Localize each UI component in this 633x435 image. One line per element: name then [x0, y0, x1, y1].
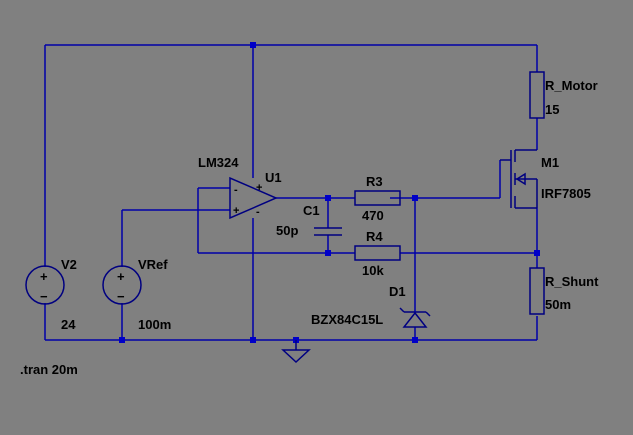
v2-minus-sign: −: [40, 289, 48, 304]
opamp-noninv-input-sign: +: [233, 205, 239, 217]
v2-value-label: 24: [61, 317, 76, 332]
m1-ref-label: M1: [541, 155, 559, 170]
junction-dot: [325, 250, 331, 256]
resistor-r3[interactable]: R3 470: [345, 174, 401, 223]
r-shunt-ref-label: R_Shunt: [545, 274, 599, 289]
capacitor-c1[interactable]: C1 50p: [276, 203, 342, 238]
r-shunt-value-label: 50m: [545, 297, 571, 312]
v2-ref-label: V2: [61, 257, 77, 272]
v2-plus-sign: +: [40, 269, 48, 284]
junction-dot: [250, 42, 256, 48]
r4-value-label: 10k: [362, 263, 384, 278]
resistor-r-shunt[interactable]: R_Shunt 50m: [529, 267, 599, 315]
opamp-inv-input-sign: -: [234, 184, 238, 196]
r4-ref-label: R4: [366, 229, 383, 244]
r-motor-ref-label: R_Motor: [545, 78, 598, 93]
d1-model-label: BZX84C15L: [311, 312, 383, 327]
junction-dot: [412, 195, 418, 201]
mosfet-m1[interactable]: M1 IRF7805: [500, 149, 591, 209]
opamp-supply-minus-sign: -: [256, 206, 260, 218]
opamp-ref-label: U1: [265, 170, 282, 185]
junction-dot: [119, 337, 125, 343]
ground-symbol[interactable]: [281, 340, 311, 364]
junction-dot: [250, 337, 256, 343]
opamp-supply-plus-sign: +: [256, 182, 262, 194]
voltage-source-v2[interactable]: + − V2 24: [25, 257, 77, 332]
zener-diode-d1[interactable]: D1 BZX84C15L: [311, 284, 431, 328]
d1-ref-label: D1: [389, 284, 406, 299]
r3-ref-label: R3: [366, 174, 383, 189]
r-motor-value-label: 15: [545, 102, 559, 117]
junctions: [119, 42, 540, 343]
resistor-r-motor[interactable]: R_Motor 15: [529, 71, 598, 119]
vref-plus-sign: +: [117, 269, 125, 284]
opamp-model-label: LM324: [198, 155, 239, 170]
spice-directive[interactable]: .tran 20m: [20, 362, 78, 377]
vref-ref-label: VRef: [138, 257, 168, 272]
junction-dot: [412, 337, 418, 343]
m1-model-label: IRF7805: [541, 186, 591, 201]
opamp-u1[interactable]: - + + - LM324 U1: [198, 155, 282, 220]
voltage-source-vref[interactable]: + − VRef 100m: [102, 257, 171, 332]
wires: [44, 44, 538, 341]
r3-value-label: 470: [362, 208, 384, 223]
vref-minus-sign: −: [117, 289, 125, 304]
resistor-r4[interactable]: R4 10k: [345, 229, 401, 278]
c1-ref-label: C1: [303, 203, 320, 218]
vref-value-label: 100m: [138, 317, 171, 332]
junction-dot: [325, 195, 331, 201]
junction-dot: [534, 250, 540, 256]
c1-value-label: 50p: [276, 223, 298, 238]
